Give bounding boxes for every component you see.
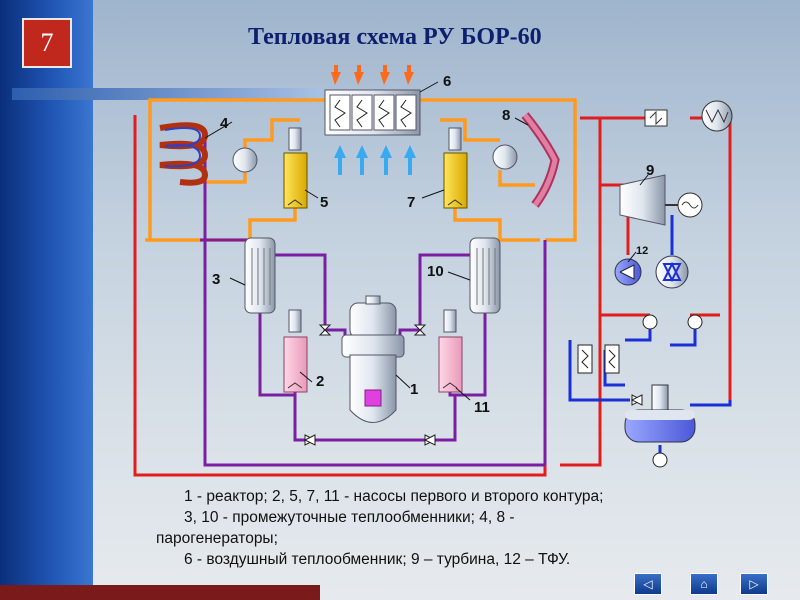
steam-generator-4 xyxy=(159,122,209,186)
secondary-loop-lines xyxy=(145,98,577,242)
pump-11 xyxy=(438,309,463,393)
label-9: 9 xyxy=(646,162,654,179)
intermediate-heat-exchanger-3 xyxy=(244,237,276,314)
air-heat-exchanger xyxy=(324,89,421,136)
label-10: 10 xyxy=(427,263,444,280)
expansion-tank-right xyxy=(492,144,518,170)
legend-line-1: 1 - реактор; 2, 5, 7, 11 - насосы первог… xyxy=(184,488,604,505)
legend: 1 - реактор; 2, 5, 7, 11 - насосы первог… xyxy=(156,486,780,570)
intermediate-heat-exchanger-10 xyxy=(469,237,501,314)
label-6: 6 xyxy=(443,73,451,90)
nav-prev-button[interactable]: ◁ xyxy=(634,573,662,595)
superheater xyxy=(701,100,733,132)
steam-generator-8 xyxy=(521,112,560,208)
cold-air-arrows xyxy=(334,145,416,175)
legend-line-3: парогенераторы; xyxy=(156,530,278,547)
sidebar xyxy=(0,0,93,600)
leader-lines xyxy=(204,81,649,401)
regenerative-heaters xyxy=(577,344,620,374)
label-3: 3 xyxy=(212,271,220,288)
pump-7 xyxy=(443,127,468,209)
label-8: 8 xyxy=(502,107,510,124)
label-1: 1 xyxy=(410,381,418,398)
hot-air-arrows xyxy=(331,65,414,85)
turbine-9 xyxy=(619,174,703,226)
label-11: 11 xyxy=(474,399,490,416)
reactor-vessel xyxy=(341,295,405,423)
heat-supply-unit-12 xyxy=(614,258,642,286)
valves xyxy=(303,324,644,446)
pump-5 xyxy=(283,127,308,209)
label-2: 2 xyxy=(316,373,324,390)
expansion-tank-left xyxy=(232,147,258,173)
steam-separator xyxy=(644,109,668,127)
label-5: 5 xyxy=(320,194,328,211)
title-accent-bar xyxy=(12,88,322,100)
primary-loop-lines xyxy=(200,140,547,467)
nav-next-button[interactable]: ▷ xyxy=(740,573,768,595)
label-4: 4 xyxy=(220,115,229,132)
slide-number: 7 xyxy=(22,18,72,68)
deaerator xyxy=(624,384,696,443)
nav-home-button[interactable]: ⌂ xyxy=(690,573,718,595)
legend-line-4: 6 - воздушный теплообменник; 9 – турбина… xyxy=(184,551,571,568)
pump-2 xyxy=(283,309,308,393)
feed-pumps xyxy=(642,314,703,468)
legend-line-2: 3, 10 - промежуточные теплообменники; 4,… xyxy=(184,509,515,526)
condenser xyxy=(655,255,689,289)
slide-title: Тепловая схема РУ БОР-60 xyxy=(248,24,542,50)
bottom-stripe xyxy=(0,585,320,600)
label-7: 7 xyxy=(407,194,415,211)
label-12: 12 xyxy=(636,245,648,257)
